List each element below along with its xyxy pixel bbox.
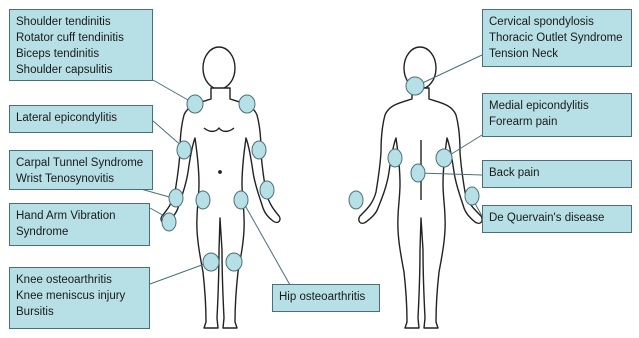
marker-left-wrist [169, 189, 183, 207]
marker-lower-back [411, 164, 425, 182]
label-line: Cervical spondylosis [489, 14, 625, 30]
label-line: Wrist Tenosynovitis [16, 171, 146, 187]
marker-left-knee [203, 253, 219, 271]
label-elbow-medial: Medial epicondylitis Forearm pain [482, 93, 632, 137]
marker-neck [406, 77, 424, 95]
label-line: Carpal Tunnel Syndrome [16, 155, 146, 171]
label-line: Back pain [489, 165, 625, 181]
label-line: Hip osteoarthritis [279, 289, 373, 305]
label-shoulder: Shoulder tendinitis Rotator cuff tendini… [9, 9, 153, 81]
label-line: Lateral epicondylitis [16, 110, 146, 126]
label-thumb: De Quervain's disease [482, 205, 632, 233]
front-head [203, 47, 235, 89]
marker-right-wrist [260, 181, 274, 199]
marker-left-elbow [177, 141, 191, 159]
label-hand-vibration: Hand Arm Vibration Syndrome [9, 203, 150, 246]
marker-right-knee [226, 253, 242, 271]
marker-right-shoulder [239, 95, 255, 113]
label-line: De Quervain's disease [489, 210, 625, 226]
marker-back-left-elbow [388, 149, 402, 167]
label-line: Knee osteoarthritis [16, 272, 143, 288]
marker-left-hip [196, 191, 210, 209]
label-line: Thoracic Outlet Syndrome [489, 30, 625, 46]
label-line: Bursitis [16, 304, 143, 320]
label-knee: Knee osteoarthritis Knee meniscus injury… [9, 267, 150, 329]
leader-knee [150, 262, 210, 284]
label-hip: Hip osteoarthritis [272, 284, 380, 312]
label-line: Knee meniscus injury [16, 288, 143, 304]
label-line: Shoulder capsulitis [16, 62, 146, 78]
label-line: Forearm pain [489, 114, 625, 130]
front-body-outline [161, 88, 280, 328]
label-line: Biceps tendinitis [16, 46, 146, 62]
label-line: Hand Arm Vibration [16, 208, 143, 224]
marker-left-shoulder [187, 95, 203, 113]
marker-right-hip [234, 191, 248, 209]
marker-left-hand [162, 213, 176, 231]
label-line: Tension Neck [489, 46, 625, 62]
label-line: Medial epicondylitis [489, 98, 625, 114]
label-wrist: Carpal Tunnel Syndrome Wrist Tenosynovit… [9, 150, 153, 190]
front-navel [219, 171, 221, 173]
marker-right-elbow [252, 141, 266, 159]
label-elbow-lateral: Lateral epicondylitis [9, 105, 153, 133]
label-line: Shoulder tendinitis [16, 14, 146, 30]
marker-back-right-elbow [436, 149, 452, 167]
marker-back-right-thumb [465, 187, 479, 205]
marker-back-left-hand [349, 191, 363, 209]
label-line: Rotator cuff tendinitis [16, 30, 146, 46]
label-neck: Cervical spondylosis Thoracic Outlet Syn… [482, 9, 632, 67]
label-line: Syndrome [16, 224, 143, 240]
label-back: Back pain [482, 160, 632, 188]
